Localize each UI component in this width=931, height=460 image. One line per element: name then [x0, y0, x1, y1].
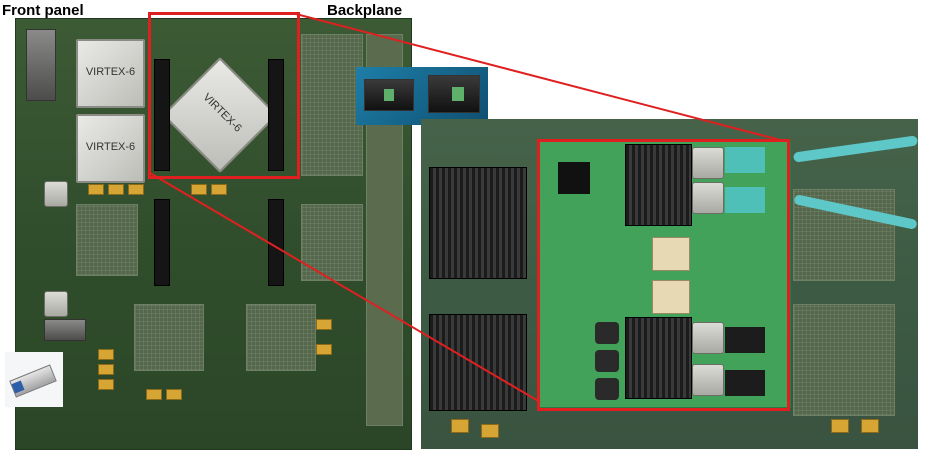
capacitor — [861, 419, 879, 433]
sfp-cage — [44, 291, 68, 317]
fiber-plug — [725, 147, 765, 173]
optical-transceiver — [692, 364, 724, 396]
fpga-chip-top: VIRTEX-6 — [76, 39, 145, 108]
ball-grid-area — [793, 304, 895, 416]
front-connector — [26, 29, 56, 101]
optical-heatsink — [625, 144, 692, 226]
heatsink — [429, 314, 527, 411]
fiber-plug — [725, 187, 765, 213]
zoom-line-top — [295, 13, 785, 142]
capacitor — [316, 319, 332, 330]
mezzanine-connector — [154, 199, 170, 286]
ball-grid-area — [246, 304, 316, 371]
optical-transceiver — [692, 182, 724, 214]
ball-grid-area — [76, 204, 138, 276]
capacitor — [211, 184, 227, 195]
capacitor — [98, 364, 114, 375]
optical-heatsink — [625, 317, 692, 399]
mezzanine-connector — [154, 59, 170, 171]
capacitor — [316, 344, 332, 355]
capacitor — [481, 424, 499, 438]
inductor — [595, 350, 619, 372]
mezzanine-card — [539, 141, 791, 408]
capacitor — [98, 379, 114, 390]
ceramic-socket — [652, 280, 690, 314]
fpga-chip-bottom: VIRTEX-6 — [76, 114, 145, 183]
fpga-label: VIRTEX-6 — [85, 140, 136, 153]
ceramic-socket — [652, 237, 690, 271]
fpga-label: VIRTEX-6 — [85, 65, 136, 78]
zoom-photo — [421, 119, 919, 449]
fiber-plug — [725, 370, 765, 396]
zoom-line-bottom — [149, 172, 541, 403]
optical-transceiver — [692, 147, 724, 179]
capacitor — [451, 419, 469, 433]
inductor — [595, 322, 619, 344]
capacitor — [146, 389, 162, 400]
capacitor — [128, 184, 144, 195]
rj-connector — [44, 319, 86, 341]
mezzanine-connector — [268, 59, 284, 171]
heatsink — [429, 167, 527, 279]
fiber-plug — [725, 327, 765, 353]
mezzanine-chip — [558, 162, 590, 194]
connector-tab — [452, 87, 464, 101]
inductor — [595, 378, 619, 400]
fiber-connector-photo — [356, 67, 488, 125]
board-photo: VIRTEX-6 VIRTEX-6 VIRTEX-6 — [15, 18, 412, 450]
capacitor — [166, 389, 182, 400]
capacitor — [191, 184, 207, 195]
capacitor — [831, 419, 849, 433]
front-panel-label: Front panel — [2, 2, 84, 19]
highlight-box-source — [148, 12, 300, 179]
capacitor — [108, 184, 124, 195]
optical-transceiver — [692, 322, 724, 354]
capacitor — [98, 349, 114, 360]
connector-tab — [384, 89, 394, 101]
sfp-module-photo — [5, 352, 63, 407]
ball-grid-area — [301, 34, 363, 176]
ball-grid-area — [134, 304, 204, 371]
backplane-label: Backplane — [327, 2, 403, 19]
capacitor — [88, 184, 104, 195]
highlight-box-zoom — [537, 139, 790, 411]
sfp-cage — [44, 181, 68, 207]
